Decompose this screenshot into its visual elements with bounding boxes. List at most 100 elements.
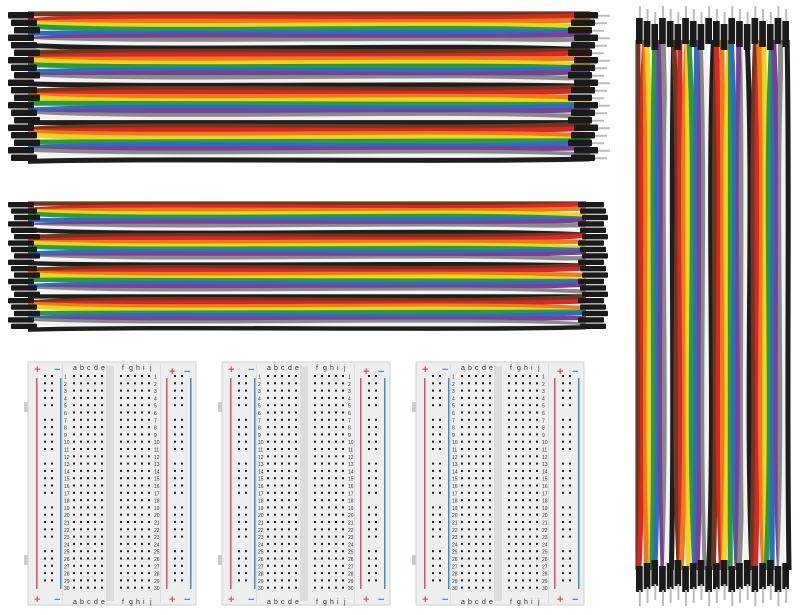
hole (342, 506, 344, 509)
rail-hole (569, 462, 571, 465)
dupont-housing-right (580, 304, 606, 310)
rail-hole (174, 433, 176, 436)
dupont-housing-left (14, 310, 40, 317)
hole (80, 557, 82, 560)
hole (94, 499, 96, 502)
male-pin (769, 12, 772, 26)
hole (80, 469, 82, 472)
hole (536, 557, 538, 560)
wire (27, 270, 587, 278)
dupont-housing-left (11, 64, 37, 71)
column-label: f (316, 599, 318, 606)
rail-hole (562, 418, 564, 421)
wire (27, 156, 591, 164)
hole (127, 542, 129, 545)
hole (314, 389, 316, 392)
rail-hole (174, 477, 176, 480)
hole (295, 433, 297, 436)
hole (314, 448, 316, 450)
plus-symbol: + (363, 594, 369, 606)
hole (134, 521, 136, 523)
hole (274, 506, 276, 509)
hole (515, 404, 517, 407)
rail-hole (432, 535, 434, 538)
rail-hole (238, 477, 240, 480)
column-label: h (524, 365, 528, 372)
hole (120, 462, 122, 465)
hole (328, 469, 330, 472)
hole (80, 433, 82, 436)
hole (134, 491, 136, 494)
row-label: 10 (154, 440, 160, 446)
rail-hole (238, 375, 240, 377)
hole (80, 455, 82, 458)
dupont-housing-bottom (659, 566, 666, 592)
column-label: j (537, 599, 540, 606)
hole (482, 513, 484, 516)
hole (148, 477, 150, 480)
hole (475, 433, 477, 436)
rail-hole (174, 491, 176, 494)
rail-divider (256, 364, 257, 603)
wire (27, 255, 587, 261)
wire (27, 263, 587, 273)
hole (134, 426, 136, 429)
wire (685, 39, 691, 571)
rail-hole (375, 418, 377, 421)
hole (288, 579, 290, 582)
rail-hole (238, 491, 240, 494)
row-label: 28 (258, 572, 264, 578)
column-label: f (122, 599, 124, 606)
wire (27, 304, 587, 315)
wire (27, 68, 591, 80)
rail-hole (181, 433, 183, 436)
hole (321, 382, 323, 385)
hole (314, 396, 316, 399)
hole (127, 455, 129, 458)
hole (468, 404, 470, 407)
dupont-housing-top (643, 21, 651, 47)
row-label: 16 (258, 484, 264, 490)
hole (529, 418, 531, 421)
hole (87, 572, 89, 575)
hole (328, 484, 330, 487)
dupont-housing-left (11, 304, 37, 310)
rail-hole (562, 389, 564, 392)
rail-hole (174, 375, 176, 377)
hole (515, 550, 517, 553)
rail-hole (375, 389, 377, 392)
wire (27, 247, 587, 256)
dupont-housing-right (571, 132, 595, 139)
hole (148, 433, 150, 436)
rail-hole (368, 491, 370, 494)
hole (468, 535, 470, 538)
hole (80, 521, 82, 523)
rail-hole (174, 513, 176, 516)
hole (274, 418, 276, 421)
dupont-housing-bottom (651, 560, 659, 586)
row-label: 10 (542, 440, 548, 446)
row-label: 11 (452, 448, 457, 454)
hole (468, 586, 470, 589)
row-label: 4 (348, 396, 351, 402)
dupont-housing-bottom (766, 560, 774, 586)
hole (141, 491, 143, 494)
hole (314, 455, 316, 458)
rail-hole (174, 579, 176, 582)
hole (522, 521, 524, 523)
hole (508, 455, 510, 458)
row-label: 8 (258, 426, 261, 432)
wire (27, 62, 591, 71)
rail-hole (51, 491, 53, 494)
column-label: c (87, 365, 91, 372)
rail-hole (432, 404, 434, 407)
hole (314, 521, 316, 523)
row-label: 20 (64, 513, 70, 519)
hole (314, 528, 316, 531)
hole (461, 389, 463, 392)
hole (461, 448, 463, 450)
plus-symbol: + (422, 364, 428, 376)
row-label: 20 (154, 513, 160, 519)
rail-hole (562, 433, 564, 436)
hole (288, 491, 290, 494)
